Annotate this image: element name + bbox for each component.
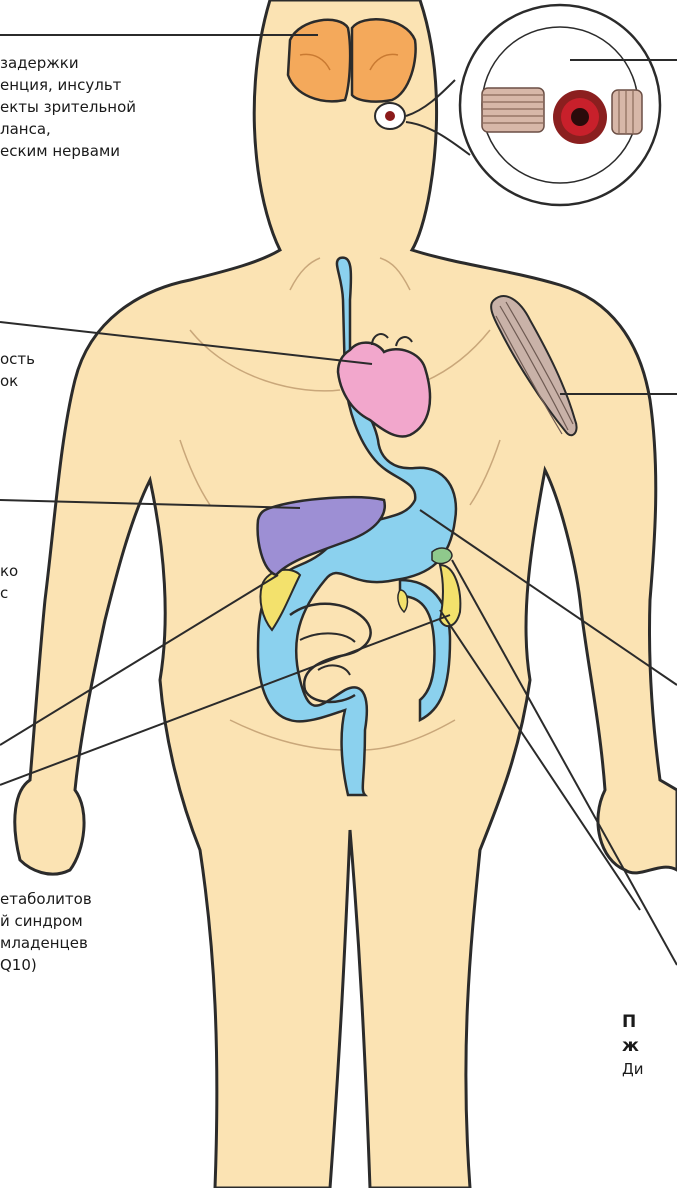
brain-label-line: ланса, [0,118,136,140]
gi-label-bold-line: П [622,1010,643,1034]
metabolites-label-line: Q10) [0,954,92,976]
gi-label: П ж Ди [622,1010,643,1080]
heart-label: ость ок [0,348,35,392]
brain-label: задержки енция, инсульт екты зрительной … [0,52,136,162]
brain-label-line: задержки [0,52,136,74]
eye-icon [375,103,405,129]
metabolites-label-line: й синдром [0,910,92,932]
gi-label-bold-line: ж [622,1034,643,1058]
metabolites-label-line: младенцев [0,932,92,954]
gallbladder-icon [432,548,452,563]
brain-label-line: еским нервами [0,140,136,162]
brain-icon [288,19,416,101]
heart-label-line: ость [0,348,35,370]
metabolites-label-line: етаболитов [0,888,92,910]
brain-label-line: екты зрительной [0,96,136,118]
liver-label: ко с [0,560,18,604]
brain-label-line: енция, инсульт [0,74,136,96]
liver-label-line: с [0,582,18,604]
gi-label-line: Ди [622,1058,643,1080]
heart-label-line: ок [0,370,35,392]
eye-muscle-zoom-icon [406,5,677,205]
metabolites-label: етаболитов й синдром младенцев Q10) [0,888,92,976]
liver-label-line: ко [0,560,18,582]
